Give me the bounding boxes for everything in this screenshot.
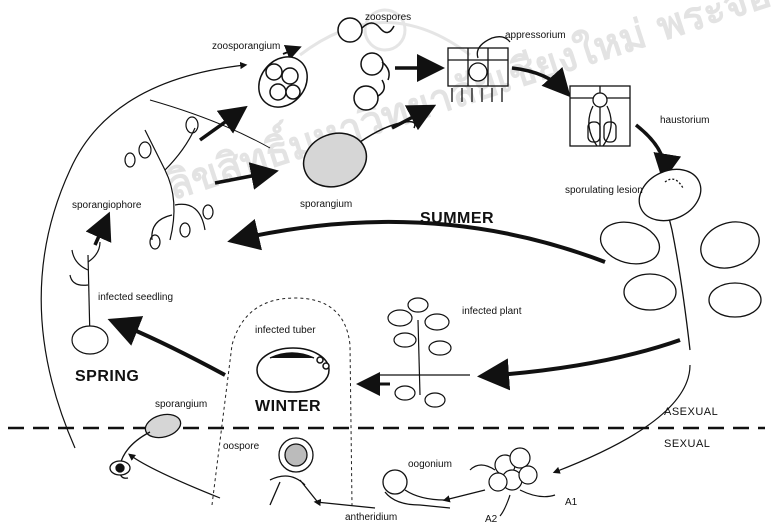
infected-tuber-drawing bbox=[256, 347, 330, 393]
arrow-seedling-sporangiophore bbox=[85, 211, 112, 246]
arrow-oospore-sporangium bbox=[128, 453, 221, 499]
label-asexual: ASEXUAL bbox=[664, 406, 719, 418]
season-winter: WINTER bbox=[255, 398, 322, 415]
label-oospore: oospore bbox=[223, 441, 260, 452]
arrow-haustorium-lesion bbox=[634, 123, 682, 182]
label-appressorium: appressorium bbox=[505, 30, 566, 41]
label-infected-seedling: infected seedling bbox=[98, 292, 174, 303]
watermark-seal bbox=[299, 8, 471, 57]
label-infected-tuber: infected tuber bbox=[255, 325, 316, 336]
label-infected-plant: infected plant bbox=[462, 306, 522, 317]
sporangium-bottom-drawing bbox=[109, 413, 182, 479]
zoospores-drawing bbox=[337, 17, 395, 111]
outer-cycle-arc bbox=[40, 61, 248, 449]
appressorium-drawing bbox=[447, 36, 511, 102]
label-haustorium: haustorium bbox=[660, 115, 710, 126]
arrow-tuber-seedling bbox=[107, 316, 226, 377]
arrow-sporangiophore-zoosporangium bbox=[198, 105, 248, 142]
oospore-drawing bbox=[269, 437, 321, 506]
sporangiophore-drawing bbox=[124, 116, 214, 250]
label-a1: A1 bbox=[565, 497, 578, 508]
label-zoospores: zoospores bbox=[365, 12, 412, 23]
label-a2: A2 bbox=[485, 514, 498, 525]
arrow-plant-sexual bbox=[552, 364, 691, 474]
season-summer: SUMMER bbox=[420, 210, 495, 227]
arrow-sporangiophore-sporangium bbox=[214, 162, 279, 190]
thin-line-sporangium bbox=[149, 99, 271, 149]
label-sporulating-lesion: sporulating lesion bbox=[565, 185, 643, 196]
label-sexual: SEXUAL bbox=[664, 438, 711, 450]
mating-hyphae-drawing bbox=[469, 447, 556, 517]
label-antheridium: antheridium bbox=[345, 512, 398, 523]
zoosporangium-drawing bbox=[258, 56, 308, 108]
label-oogonium: oogonium bbox=[408, 459, 452, 470]
potato-plant-drawing bbox=[599, 168, 762, 351]
arrow-mating-oogonium bbox=[442, 489, 486, 503]
infected-seedling-drawing bbox=[69, 241, 109, 355]
arrow-plant-infected-plant bbox=[477, 338, 681, 391]
arrow-antheridium-oospore bbox=[313, 498, 376, 509]
sporangium-top-drawing bbox=[302, 120, 416, 188]
arrow-zoosporangium-zoospores bbox=[282, 45, 302, 60]
oogonium-drawing bbox=[382, 469, 451, 509]
arrow-appressorium-haustorium bbox=[511, 66, 571, 98]
label-sporangium-bottom: sporangium bbox=[155, 399, 208, 410]
arrow-sporangium-appressorium bbox=[391, 104, 437, 131]
summer-return-arrow bbox=[227, 219, 606, 264]
infected-plant-drawing bbox=[380, 297, 470, 408]
label-sporangium-top: sporangium bbox=[300, 199, 353, 210]
haustorium-drawing bbox=[569, 85, 631, 147]
season-spring: SPRING bbox=[75, 368, 140, 385]
winter-enclosure bbox=[211, 297, 353, 506]
label-sporangiophore: sporangiophore bbox=[72, 200, 142, 211]
label-zoosporangium: zoosporangium bbox=[212, 41, 281, 52]
